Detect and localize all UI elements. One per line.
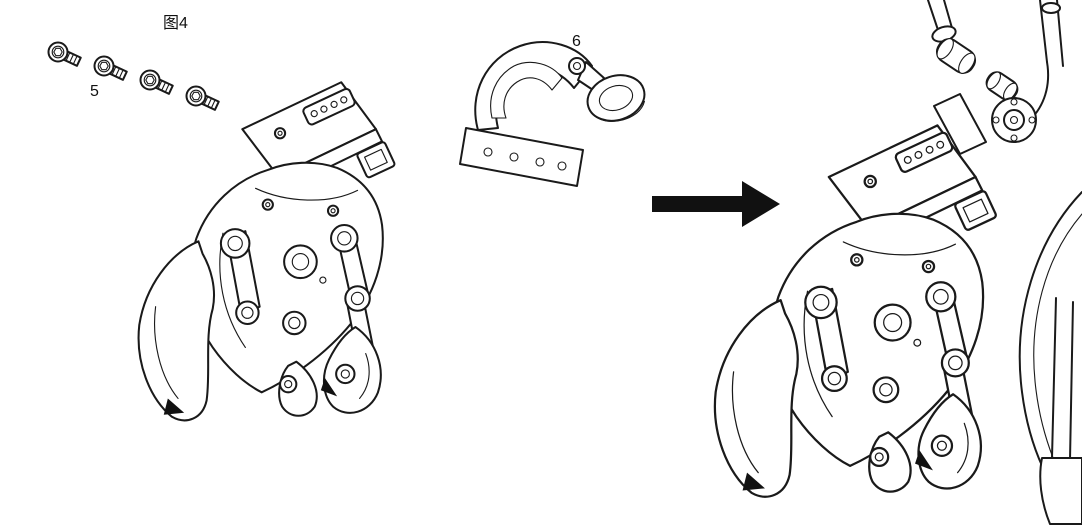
bracket-part — [459, 41, 646, 187]
gripper-disassembled — [137, 81, 397, 422]
assembly-arrow — [652, 181, 780, 227]
part-label-bracket: 6 — [572, 33, 581, 50]
arm-roller — [935, 38, 977, 74]
robot-arm-linkage — [927, 0, 1064, 155]
robot-body-panel — [1018, 191, 1082, 525]
figure-caption: 图4 — [163, 15, 188, 32]
screw-icon — [47, 41, 82, 67]
arm-roller — [985, 71, 1019, 101]
gripper-assembled — [713, 124, 999, 498]
screw-icon — [185, 85, 220, 111]
screw-icon — [93, 55, 128, 81]
screws-group — [47, 41, 220, 111]
part-label-screws: 5 — [90, 83, 99, 100]
screw-icon — [139, 69, 174, 95]
bracket-collar — [586, 74, 646, 122]
